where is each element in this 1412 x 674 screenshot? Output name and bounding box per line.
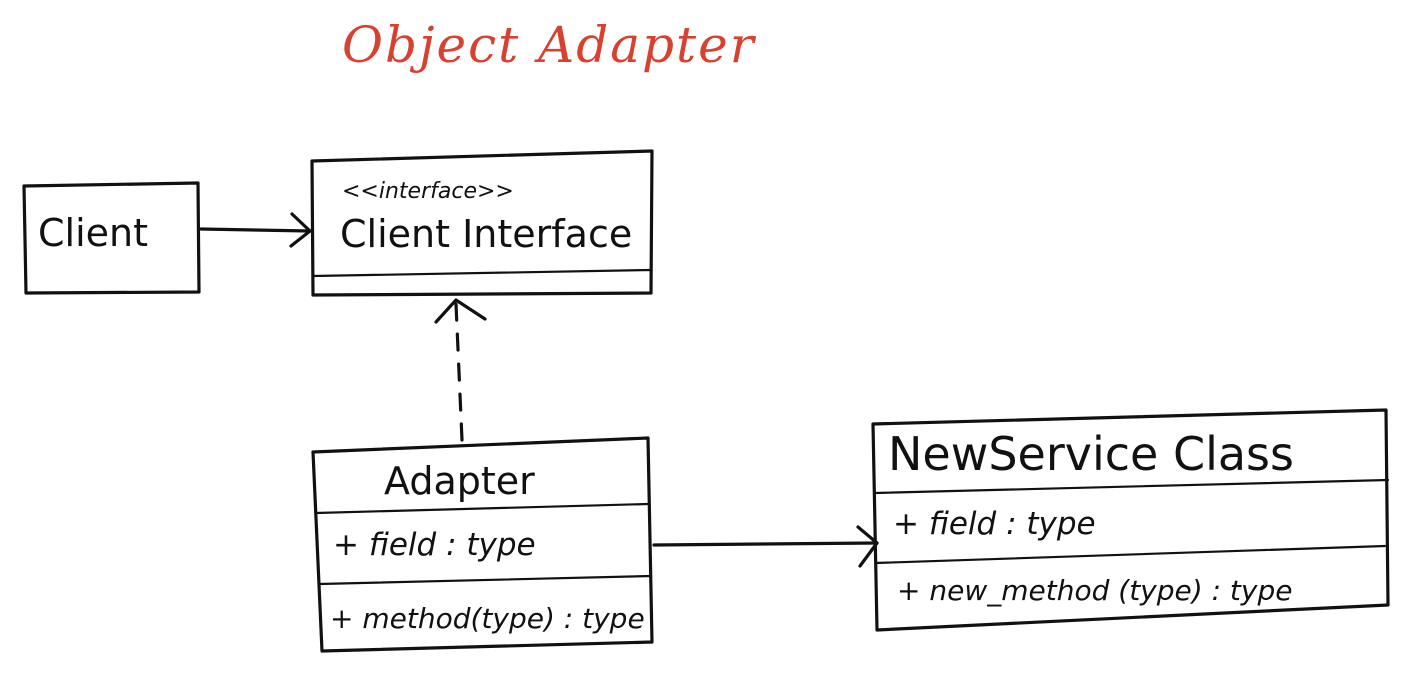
new-service-field: + field : type	[893, 506, 1096, 542]
client-box-border	[22, 181, 201, 295]
new-service-divider-1	[873, 478, 1390, 495]
adapter-to-service-arrow	[652, 525, 879, 568]
adapter-divider-1	[314, 502, 650, 515]
arrow-head-icon	[856, 525, 879, 568]
new-service-class-box: NewService Class + field : type + new_me…	[871, 408, 1390, 632]
adapter-divider-2	[317, 574, 653, 586]
adapter-name: Adapter	[384, 459, 535, 503]
client-to-interface-arrow	[199, 212, 312, 248]
new-service-divider-2	[874, 544, 1387, 565]
adapter-field: + field : type	[333, 527, 536, 563]
new-service-name: NewService Class	[888, 427, 1294, 481]
diagram-title: Object Adapter	[342, 16, 757, 74]
client-label: Client	[38, 211, 148, 255]
client-box: Client	[22, 181, 201, 295]
adapter-method: + method(type) : type	[330, 602, 645, 635]
new-service-box-border	[871, 408, 1390, 632]
client-interface-name: Client Interface	[340, 212, 632, 256]
client-interface-box: <<interface>> Client Interface	[310, 149, 654, 297]
arrow-line	[652, 541, 879, 547]
arrow-head-icon	[434, 298, 487, 324]
adapter-box: Adapter + field : type + method(type) : …	[311, 436, 654, 653]
arrow-head-icon	[289, 212, 312, 248]
client-interface-divider	[311, 268, 653, 278]
client-interface-stereotype: <<interface>>	[342, 179, 514, 204]
new-service-method: + new_method (type) : type	[897, 574, 1292, 607]
arrow-line	[199, 227, 312, 233]
client-interface-box-border	[310, 149, 654, 297]
adapter-implements-interface-arrow	[434, 298, 487, 442]
dashed-line	[454, 302, 464, 442]
